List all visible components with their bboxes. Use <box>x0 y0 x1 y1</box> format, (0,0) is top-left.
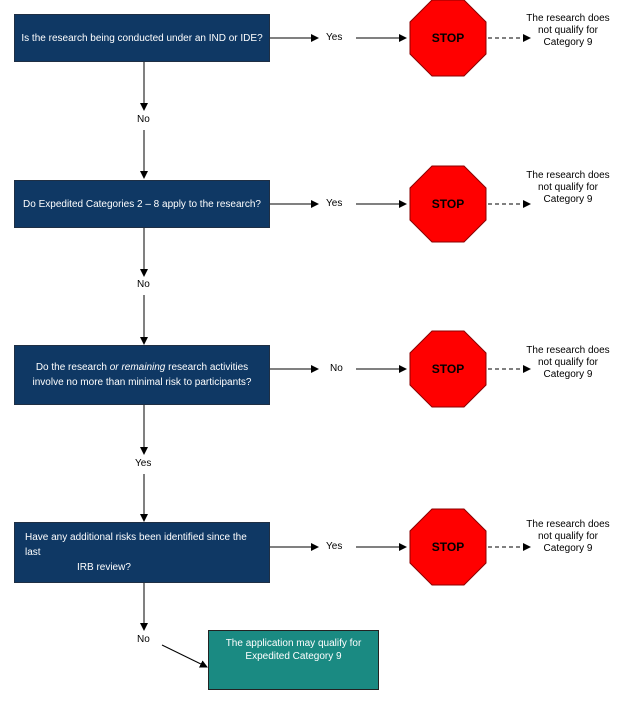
question-4-text-line2: IRB review? <box>77 562 131 573</box>
question-1-text: Is the research being conducted under an… <box>21 32 263 44</box>
stop-label: STOP <box>431 197 465 211</box>
result-text-1: The research does not qualify for Catego… <box>520 13 616 49</box>
side-answer-1: Yes <box>326 32 343 43</box>
stop-octagon-icon <box>409 508 487 586</box>
result-text-3: The research does not qualify for Catego… <box>520 345 616 381</box>
stop-octagon-icon <box>409 0 487 77</box>
result-line: not qualify for <box>537 182 599 193</box>
stop-octagon-icon <box>409 330 487 408</box>
down-answer-3: Yes <box>135 458 152 469</box>
stop-octagon-icon <box>409 165 487 243</box>
down-answer-4: No <box>137 634 150 645</box>
result-line: not qualify for <box>537 531 599 542</box>
final-line-2: Expedited Category 9 <box>245 651 342 662</box>
question-box-1: Is the research being conducted under an… <box>14 14 270 62</box>
question-2-text: Do Expedited Categories 2 – 8 apply to t… <box>23 198 261 210</box>
stop-label: STOP <box>431 31 465 45</box>
stop-sign-4: STOP <box>408 507 488 587</box>
question-4-text-line1: Have any additional risks been identifie… <box>25 532 247 558</box>
stop-label: STOP <box>431 362 465 376</box>
result-line: Category 9 <box>543 543 593 554</box>
result-line: not qualify for <box>537 357 599 368</box>
side-answer-4: Yes <box>326 541 343 552</box>
side-answer-3: No <box>330 363 343 374</box>
question-3-text-line2: involve no more than minimal risk to par… <box>32 377 252 388</box>
stop-sign-1: STOP <box>408 0 488 78</box>
question-box-4: Have any additional risks been identifie… <box>14 522 270 583</box>
result-text-2: The research does not qualify for Catego… <box>520 170 616 206</box>
stop-label: STOP <box>431 540 465 554</box>
question-box-3: Do the research or remaining research ac… <box>14 345 270 405</box>
down-answer-2: No <box>137 279 150 290</box>
result-line: Category 9 <box>543 369 593 380</box>
result-line: The research does <box>526 170 610 181</box>
result-line: not qualify for <box>537 25 599 36</box>
final-outcome-box: The application may qualify for Expedite… <box>208 630 379 690</box>
question-box-2: Do Expedited Categories 2 – 8 apply to t… <box>14 180 270 228</box>
result-text-4: The research does not qualify for Catego… <box>520 519 616 555</box>
down-answer-1: No <box>137 114 150 125</box>
arrow-to-final <box>161 644 208 668</box>
result-line: Category 9 <box>543 37 593 48</box>
stop-sign-2: STOP <box>408 164 488 244</box>
result-line: Category 9 <box>543 194 593 205</box>
result-line: The research does <box>526 13 610 24</box>
stop-sign-3: STOP <box>408 329 488 409</box>
result-line: The research does <box>526 519 610 530</box>
question-3-text-line1: Do the research or remaining research ac… <box>35 362 249 373</box>
side-answer-2: Yes <box>326 198 343 209</box>
final-line-1: The application may qualify for <box>225 638 362 649</box>
result-line: The research does <box>526 345 610 356</box>
